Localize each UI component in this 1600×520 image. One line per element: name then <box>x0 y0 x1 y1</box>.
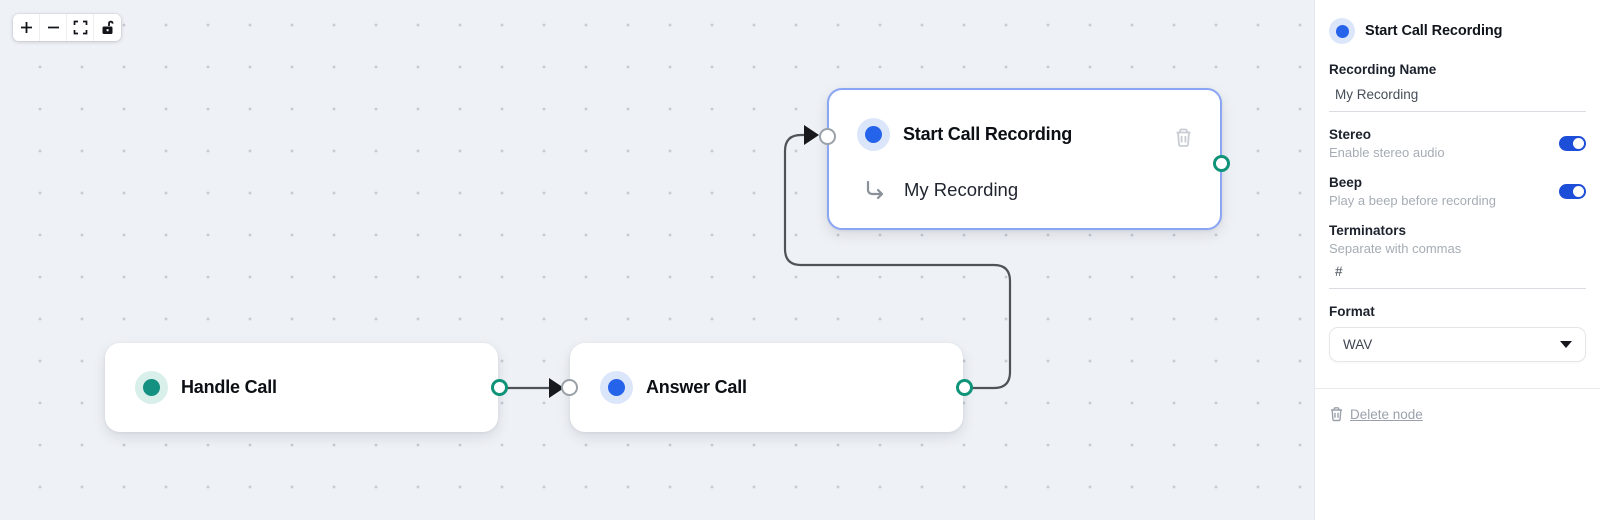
format-selected-value: WAV <box>1343 337 1373 352</box>
recording-name-label: Recording Name <box>1329 62 1437 77</box>
node-title: Start Call Recording <box>903 124 1073 144</box>
terminators-description: Separate with commas <box>1329 241 1462 256</box>
plus-icon <box>20 22 32 33</box>
edge-answer-to-start[interactable] <box>783 133 1012 390</box>
edge-arrowhead <box>549 378 564 398</box>
beep-description: Play a beep before recording <box>1329 193 1496 208</box>
beep-row: Beep Play a beep before recording <box>1329 175 1586 208</box>
flow-canvas[interactable]: Handle Call Answer Call Start Call Recor… <box>0 0 1314 520</box>
node-title: Answer Call <box>646 377 747 397</box>
stereo-label: Stereo <box>1329 127 1372 142</box>
node-start-call-recording[interactable]: Start Call Recording My Recording <box>819 88 1230 230</box>
corner-down-right-arrow-icon <box>866 180 884 200</box>
lock-open-icon <box>102 20 114 34</box>
toggle-interactivity-button[interactable] <box>94 14 121 41</box>
node-handle-call[interactable]: Handle Call <box>105 343 508 432</box>
zoom-in-button[interactable] <box>13 14 40 41</box>
caret-down-icon <box>1560 341 1572 348</box>
beep-label: Beep <box>1329 175 1363 190</box>
node-status-dot <box>600 371 633 404</box>
stereo-row: Stereo Enable stereo audio <box>1329 127 1586 160</box>
output-handle[interactable] <box>1213 155 1230 172</box>
edge-layer <box>497 125 1012 398</box>
beep-toggle[interactable] <box>1559 184 1586 199</box>
format-select[interactable]: WAV <box>1329 327 1586 362</box>
node-subtitle: My Recording <box>904 179 1019 200</box>
input-handle[interactable] <box>819 128 836 145</box>
node-answer-call[interactable]: Answer Call <box>560 343 973 432</box>
zoom-out-button[interactable] <box>40 14 67 41</box>
recording-name-input[interactable] <box>1329 81 1586 112</box>
minus-icon <box>47 26 59 29</box>
frame-corners-icon <box>73 20 87 35</box>
format-label: Format <box>1329 304 1375 319</box>
terminators-block: Terminators Separate with commas <box>1329 223 1586 289</box>
canvas-controls <box>13 14 121 41</box>
node-status-dot <box>135 371 168 404</box>
fit-view-button[interactable] <box>67 14 94 41</box>
node-title: Handle Call <box>181 377 277 397</box>
output-handle[interactable] <box>490 379 508 396</box>
stereo-toggle[interactable] <box>1559 136 1586 151</box>
output-handle[interactable] <box>955 379 973 396</box>
panel-title: Start Call Recording <box>1365 23 1503 39</box>
panel-header: Start Call Recording <box>1329 18 1586 44</box>
properties-panel: Start Call Recording Recording Name Ster… <box>1314 0 1600 520</box>
node-status-dot <box>857 118 890 151</box>
trash-icon <box>1176 128 1191 147</box>
node-delete-button[interactable] <box>1173 127 1194 148</box>
delete-node-link[interactable]: Delete node <box>1329 389 1423 422</box>
input-handle[interactable] <box>560 379 578 396</box>
format-block: Format WAV <box>1329 304 1586 362</box>
edge-arrowhead <box>804 125 819 145</box>
terminators-label: Terminators <box>1329 223 1407 238</box>
terminators-input[interactable] <box>1329 258 1586 289</box>
stereo-description: Enable stereo audio <box>1329 145 1445 160</box>
node-status-dot <box>1329 18 1355 44</box>
panel-divider <box>1315 388 1600 389</box>
delete-node-label: Delete node <box>1350 406 1423 422</box>
trash-icon <box>1331 407 1342 422</box>
